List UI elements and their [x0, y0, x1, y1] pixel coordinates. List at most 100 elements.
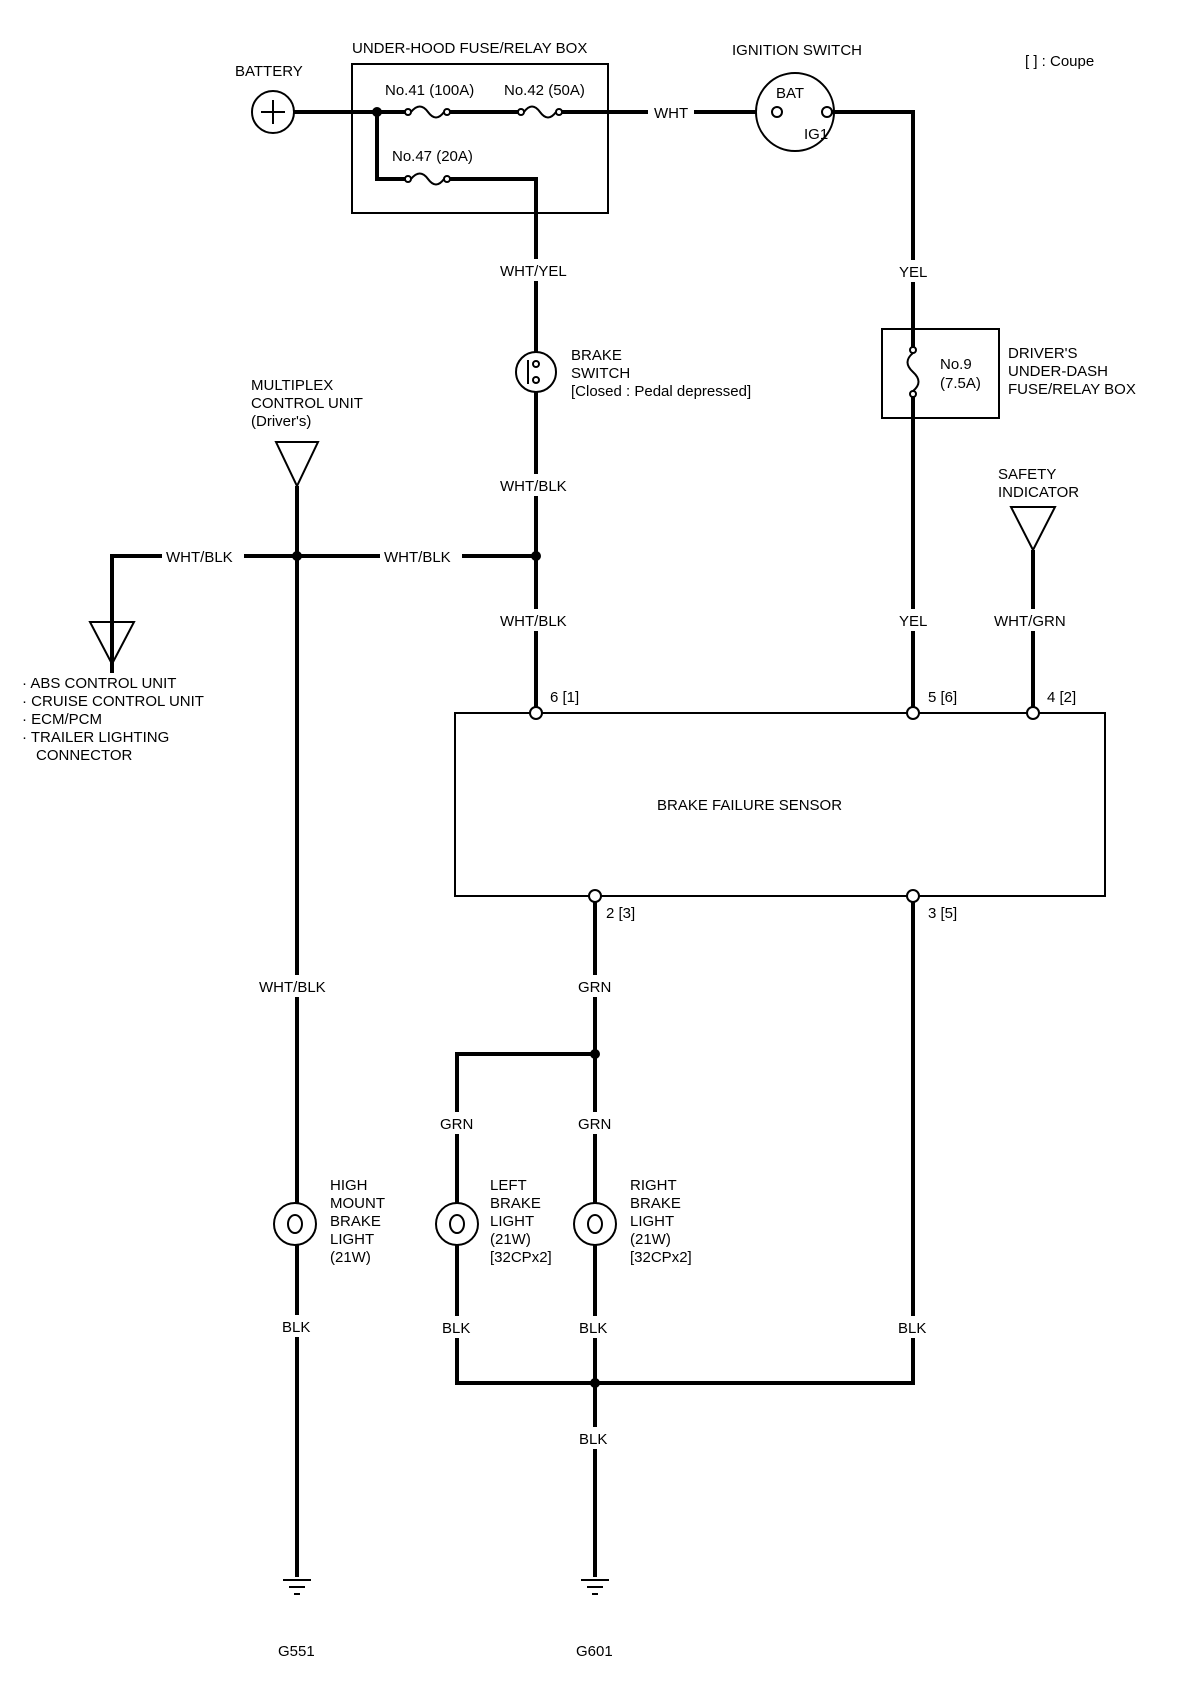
high-mount-label-2: MOUNT	[330, 1195, 385, 1212]
sensor-pin-5	[906, 706, 920, 720]
left-light-label-5: [32CPx2]	[490, 1249, 552, 1266]
right-light-label-1: RIGHT	[630, 1177, 677, 1194]
sensor-label: BRAKE FAILURE SENSOR	[657, 797, 842, 814]
battery-label: BATTERY	[235, 63, 303, 80]
underdash-label-1: DRIVER'S	[1008, 345, 1078, 362]
safety-indicator-label-1: SAFETY	[998, 466, 1056, 483]
brake-failure-sensor: BRAKE FAILURE SENSOR 6 [1] 5 [6] 4 [2] 2…	[454, 689, 1106, 922]
brake-switch: BRAKE SWITCH [Closed : Pedal depressed]	[515, 347, 751, 400]
dest-trailer: · TRAILER LIGHTING	[22, 729, 169, 746]
grn-left-wire	[455, 1052, 595, 1203]
fuse-47	[410, 172, 445, 186]
sensor-pin-4	[1026, 706, 1040, 720]
right-light-label-5: [32CPx2]	[630, 1249, 692, 1266]
ground-g551-icon	[283, 1579, 311, 1595]
brake-switch-label-2: SWITCH	[571, 365, 630, 382]
high-mount-label-1: HIGH	[330, 1177, 368, 1194]
wht-grn-label: WHT/GRN	[994, 613, 1066, 630]
ignition-ig1-terminal	[821, 106, 833, 118]
sensor-pin-2	[588, 889, 602, 903]
underdash-label-2: UNDER-DASH	[1008, 363, 1108, 380]
fuse-42-label: No.42 (50A)	[504, 82, 585, 99]
multiplex-label-3: (Driver's)	[251, 413, 311, 430]
ignition-switch-label: IGNITION SWITCH	[732, 42, 862, 59]
wht-blk-switch-label: WHT/BLK	[500, 478, 567, 495]
fuse-47-label: No.47 (20A)	[392, 148, 473, 165]
blk-left-label: BLK	[442, 1320, 470, 1337]
blk-high-mount-label: BLK	[282, 1319, 310, 1336]
wht-blk-lower-label: WHT/BLK	[500, 613, 567, 630]
dest-ecm: · ECM/PCM	[22, 711, 102, 728]
pin-5-label: 5 [6]	[928, 689, 957, 706]
grn-junction	[590, 1049, 600, 1059]
wht-yel-label: WHT/YEL	[500, 263, 567, 280]
fuse-9-rating: (7.5A)	[940, 375, 981, 392]
fuse-9-label: No.9	[940, 356, 972, 373]
grn-main-label: GRN	[578, 979, 611, 996]
grn-left-label: GRN	[440, 1116, 473, 1133]
high-mount-label-4: LIGHT	[330, 1231, 374, 1248]
grn-right-label: GRN	[578, 1116, 611, 1133]
right-brake-light: RIGHT BRAKE LIGHT (21W) [32CPx2]	[573, 1177, 692, 1266]
switch-junction	[531, 551, 541, 561]
ignition-bat-label: BAT	[776, 85, 804, 102]
blk-return-wire	[455, 902, 915, 1385]
fuse-42	[523, 105, 557, 119]
wht-blk-mid-label: WHT/BLK	[384, 549, 451, 566]
right-light-label-2: BRAKE	[630, 1195, 681, 1212]
underdash-label-3: FUSE/RELAY BOX	[1008, 381, 1136, 398]
sensor-pin-6	[529, 706, 543, 720]
pin-4-label: 4 [2]	[1047, 689, 1076, 706]
wht-blk-bus	[110, 554, 536, 673]
ignition-switch: IGNITION SWITCH BAT IG1	[732, 42, 862, 152]
blk-right-label: BLK	[579, 1320, 607, 1337]
pin-2-label: 2 [3]	[606, 905, 635, 922]
brake-switch-label-3: [Closed : Pedal depressed]	[571, 383, 751, 400]
dest-cruise: · CRUISE CONTROL UNIT	[22, 693, 204, 710]
high-mount-label-5: (21W)	[330, 1249, 371, 1266]
pin-6-label: 6 [1]	[550, 689, 579, 706]
safety-indicator-label-2: INDICATOR	[998, 484, 1079, 501]
multiplex-control-unit: MULTIPLEX CONTROL UNIT (Driver's)	[251, 377, 363, 489]
fuse-41-label: No.41 (100A)	[385, 82, 474, 99]
multiplex-label-1: MULTIPLEX	[251, 377, 333, 394]
yel-upper-label: YEL	[899, 264, 927, 281]
left-brake-light: LEFT BRAKE LIGHT (21W) [32CPx2]	[435, 1177, 552, 1266]
left-light-label-3: LIGHT	[490, 1213, 534, 1230]
blk-sensor-label: BLK	[898, 1320, 926, 1337]
ground-g551-label: G551	[278, 1643, 315, 1660]
blk-ground-label: BLK	[579, 1431, 607, 1448]
underhood-fuse-box: UNDER-HOOD FUSE/RELAY BOX No.41 (100A) N…	[351, 40, 609, 214]
multiplex-connector-icon	[274, 441, 320, 489]
wht-blk-high-mount-label: WHT/BLK	[259, 979, 326, 996]
yel-lower-label: YEL	[899, 613, 927, 630]
pin-3-label: 3 [5]	[928, 905, 957, 922]
right-light-label-4: (21W)	[630, 1231, 671, 1248]
wht-wire-label: WHT	[654, 105, 688, 122]
fuse-9	[906, 352, 920, 392]
underhood-box-label: UNDER-HOOD FUSE/RELAY BOX	[352, 40, 587, 57]
left-light-label-4: (21W)	[490, 1231, 531, 1248]
dest-trailer-connector: CONNECTOR	[36, 747, 133, 764]
safety-indicator-connector-icon	[1009, 506, 1057, 553]
fuse-41	[410, 105, 445, 119]
left-destinations-list: · ABS CONTROL UNIT · CRUISE CONTROL UNIT…	[22, 675, 204, 764]
yel-wire-upper	[832, 110, 915, 331]
safety-indicator: SAFETY INDICATOR	[998, 466, 1079, 553]
wht-blk-left-label: WHT/BLK	[166, 549, 233, 566]
blk-junction	[590, 1378, 600, 1388]
right-light-label-3: LIGHT	[630, 1213, 674, 1230]
high-mount-brake-light: HIGH MOUNT BRAKE LIGHT (21W)	[273, 1177, 385, 1266]
left-light-label-1: LEFT	[490, 1177, 527, 1194]
ground-g601-label: G601	[576, 1643, 613, 1660]
dest-abs: · ABS CONTROL UNIT	[22, 675, 176, 692]
brake-switch-label-1: BRAKE	[571, 347, 622, 364]
high-mount-label-3: BRAKE	[330, 1213, 381, 1230]
multiplex-label-2: CONTROL UNIT	[251, 395, 363, 412]
ignition-bat-terminal	[771, 106, 783, 118]
ground-g601-icon	[581, 1579, 609, 1595]
coupe-note: [ ] : Coupe	[1025, 53, 1094, 70]
ignition-ig1-label: IG1	[804, 126, 828, 143]
left-light-label-2: BRAKE	[490, 1195, 541, 1212]
